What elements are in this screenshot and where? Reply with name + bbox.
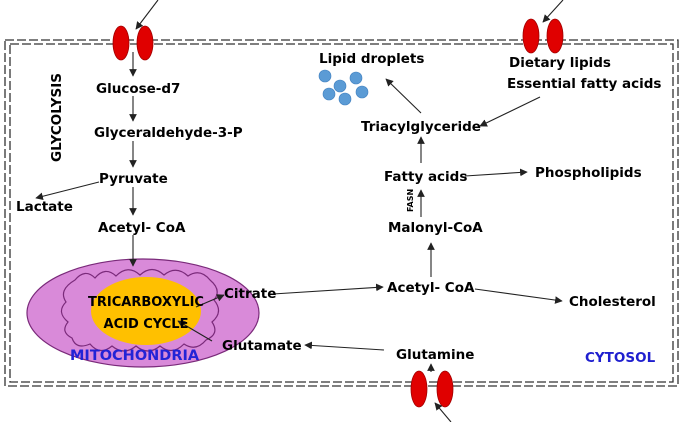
fatty-acids-label: Fatty acids — [384, 169, 467, 185]
acetyl-coa-mito-label: Acetyl- CoA — [98, 220, 186, 236]
arrow-triacylglyceride-to-droplets — [385, 78, 422, 114]
arrow-glutamine-entry — [434, 402, 452, 423]
pathway-arrows — [35, 0, 564, 423]
lactate-label: Lactate — [16, 199, 73, 215]
pyruvate-label: Pyruvate — [99, 171, 168, 187]
arrow-tca-to-citrate — [195, 294, 225, 308]
citrate-label: Citrate — [224, 286, 276, 302]
glutamine-label: Glutamine — [396, 347, 474, 363]
cholesterol-label: Cholesterol — [569, 294, 656, 310]
arrow-fattyacids-to-phospholipids — [464, 168, 528, 177]
arrow-pyruvate-to-lactate — [35, 181, 100, 201]
glutamate-label: Glutamate — [222, 338, 302, 354]
dietary-lipids-label: Dietary lipids — [509, 55, 611, 71]
phospholipids-label: Phospholipids — [535, 165, 642, 181]
mitochondria-label: MITOCHONDRIA — [70, 348, 200, 364]
glycolysis-label: GLYCOLYSIS — [49, 73, 65, 162]
tca-line1-label: TRICARBOXYLIC — [88, 295, 204, 310]
mitochondrion — [26, 258, 260, 368]
lipid-droplet-icons — [318, 69, 369, 106]
arrow-acetylcoa-to-cholesterol — [474, 288, 563, 304]
arrow-glutamine-to-glutamate — [304, 341, 385, 351]
arrow-lipid-entry — [542, 0, 564, 23]
diagram-labels: GLYCOLYSIS Glucose-d7 Glyceraldehyde-3-P… — [16, 51, 661, 366]
glucose-transporter — [112, 25, 154, 61]
glucose-label: Glucose-d7 — [96, 81, 180, 97]
triacylglyceride-label: Triacylglyceride — [361, 119, 481, 135]
fasn-label: FASN — [406, 189, 415, 212]
tca-cycle-core — [91, 277, 201, 345]
lipid-transporter — [522, 18, 564, 54]
acetyl-coa-cyto-label: Acetyl- CoA — [387, 280, 475, 296]
glyceraldehyde-3-p-label: Glyceraldehyde-3-P — [94, 125, 243, 141]
tca-line2-label: ACID CYCLE — [104, 317, 189, 332]
cytosol-label: CYTOSOL — [585, 350, 656, 366]
arrow-glucose-entry — [135, 0, 159, 30]
malonyl-coa-label: Malonyl-CoA — [388, 220, 483, 236]
arrow-dietary-to-triacylglyceride — [479, 96, 541, 127]
arrow-citrate-to-acetylcoa — [272, 283, 384, 295]
cell-membrane — [4, 39, 679, 387]
arrow-glutamate-to-tca — [177, 320, 213, 342]
glutamine-transporter — [410, 370, 454, 408]
lipid-droplets-label: Lipid droplets — [319, 51, 424, 67]
essential-fatty-acids-label: Essential fatty acids — [507, 76, 661, 92]
